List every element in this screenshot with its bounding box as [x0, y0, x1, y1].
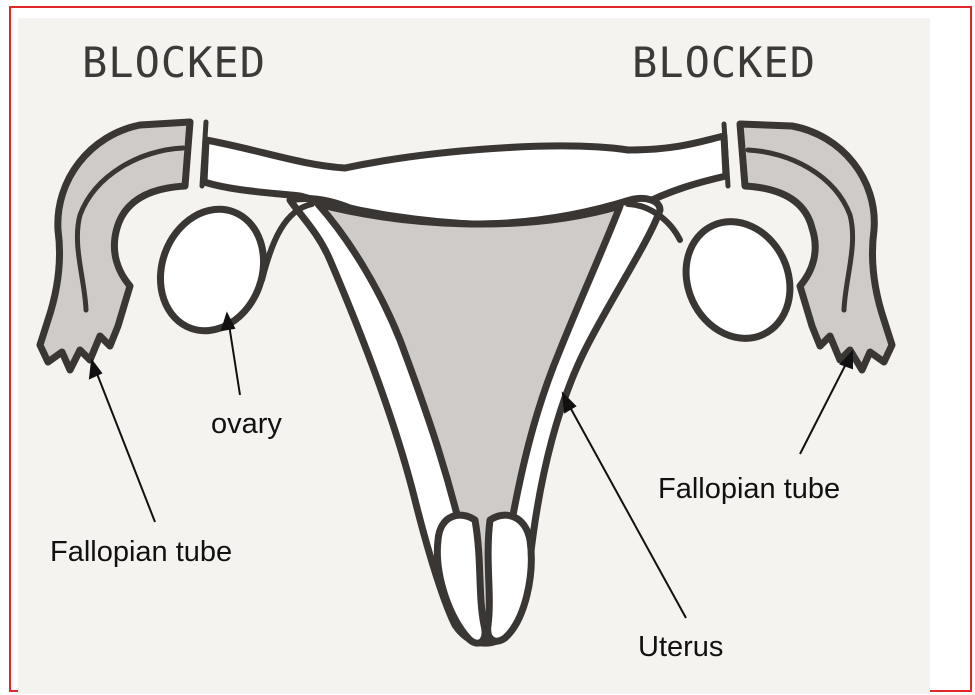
cervix-left — [437, 515, 485, 643]
fallopian-left-arrow — [94, 366, 155, 522]
left-ovary — [144, 195, 280, 346]
blocked-label-left: BLOCKED — [82, 42, 266, 84]
uterus-arrowhead — [563, 394, 575, 412]
right-ovary — [667, 204, 808, 355]
fallopian-tube-label-right: Fallopian tube — [658, 475, 840, 504]
fallopian-left-arrowhead — [90, 361, 101, 378]
cervix-right — [488, 515, 532, 641]
fallopian-tube-label-left: Fallopian tube — [50, 538, 232, 567]
ovary-label: ovary — [211, 410, 282, 439]
blocked-label-right: BLOCKED — [632, 42, 816, 84]
uterus-arrow — [565, 398, 686, 618]
uterus-label: Uterus — [638, 633, 723, 662]
fallopian-right-arrow — [800, 356, 850, 454]
